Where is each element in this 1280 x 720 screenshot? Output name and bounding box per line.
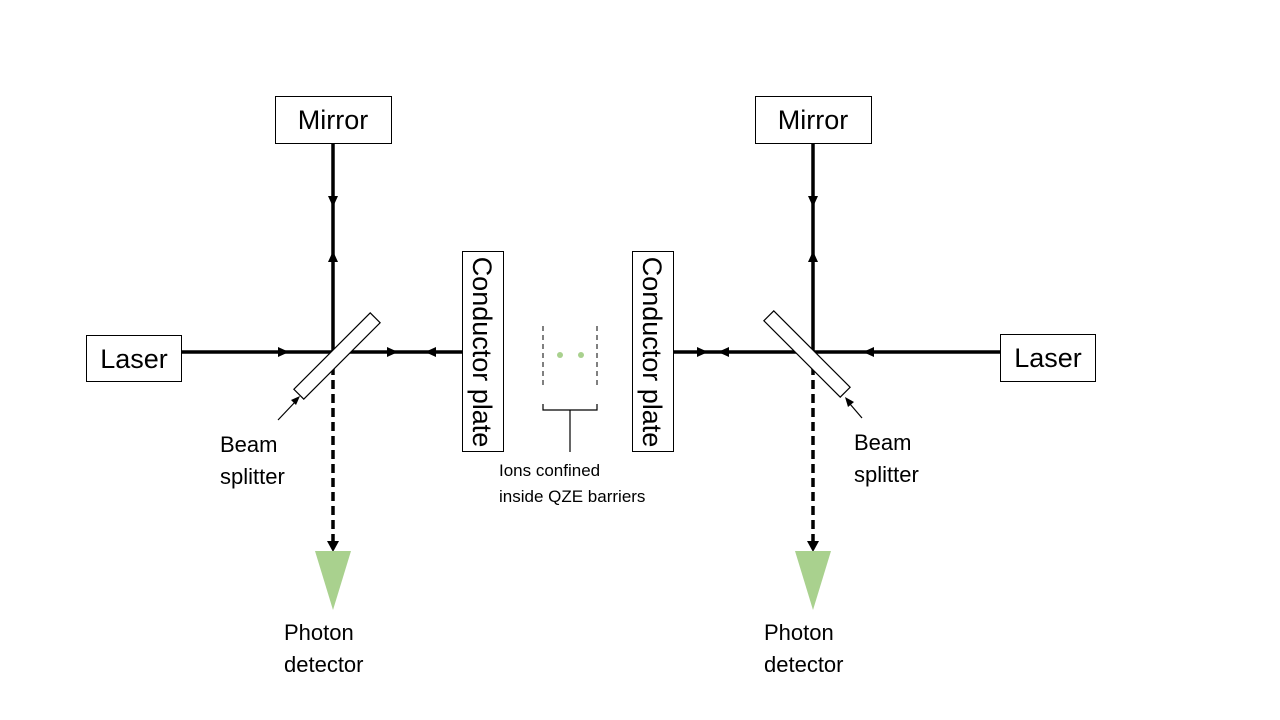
laser-left-label: Laser [100, 344, 168, 374]
photon-detector-right-label-1: Photon [764, 620, 834, 645]
arrowhead-right-left-1 [278, 347, 289, 357]
arrowhead-up-right [808, 251, 818, 262]
ion-2-icon [578, 352, 584, 358]
beam-splitter-left-label-1: Beam [220, 432, 277, 457]
arrowhead-detector-right [807, 541, 819, 552]
ion-trap: Ions confined inside QZE barriers [499, 326, 645, 506]
beam-splitter-pointer-left [277, 400, 297, 421]
arrowhead-down-left [328, 196, 338, 207]
mirror-left: Mirror [275, 96, 392, 144]
ions-label-1: Ions confined [499, 461, 600, 480]
beam-splitter-pointer-right [849, 403, 863, 419]
arrowhead-detector-left [327, 541, 339, 552]
arrowhead-left-right-1 [718, 347, 729, 357]
arrowhead-up-left [328, 251, 338, 262]
mirror-right: Mirror [755, 96, 872, 144]
ion-bracket [542, 404, 598, 411]
beam-splitter-pointer-right-head [845, 397, 854, 407]
arrowhead-left-left [425, 347, 436, 357]
beam-splitter-pointer-left-head [291, 396, 300, 405]
laser-right-label: Laser [1014, 343, 1082, 373]
conductor-plate-right: Conductor plate [632, 251, 674, 452]
photon-detector-right-icon [795, 551, 831, 610]
photon-detector-right-label-2: detector [764, 652, 844, 677]
laser-right: Laser [1000, 334, 1096, 382]
conductor-plate-left-label: Conductor plate [467, 257, 497, 448]
photon-detector-left-icon [315, 551, 351, 610]
conductor-plate-left: Conductor plate [462, 251, 504, 452]
mirror-right-label: Mirror [778, 105, 848, 135]
arrowhead-right-left-2 [387, 347, 398, 357]
beam-splitter-left-icon [293, 312, 381, 400]
left-interferometer: Mirror Laser Conductor plate Beam splitt… [86, 96, 504, 677]
laser-left: Laser [86, 335, 182, 382]
beam-splitter-right-icon [763, 310, 851, 398]
mirror-left-label: Mirror [298, 105, 368, 135]
right-interferometer: Mirror Laser Conductor plate Beam splitt… [632, 96, 1096, 677]
ions-label-2: inside QZE barriers [499, 487, 645, 506]
beam-splitter-left-label-2: splitter [220, 464, 285, 489]
arrowhead-left-right-2 [863, 347, 874, 357]
beam-splitter-right-label-2: splitter [854, 462, 919, 487]
photon-detector-left-label-2: detector [284, 652, 364, 677]
beam-splitter-right-label-1: Beam [854, 430, 911, 455]
ion-1-icon [557, 352, 563, 358]
arrowhead-down-right [808, 196, 818, 207]
conductor-plate-right-label: Conductor plate [637, 257, 667, 448]
photon-detector-left-label-1: Photon [284, 620, 354, 645]
arrowhead-right-right [697, 347, 708, 357]
